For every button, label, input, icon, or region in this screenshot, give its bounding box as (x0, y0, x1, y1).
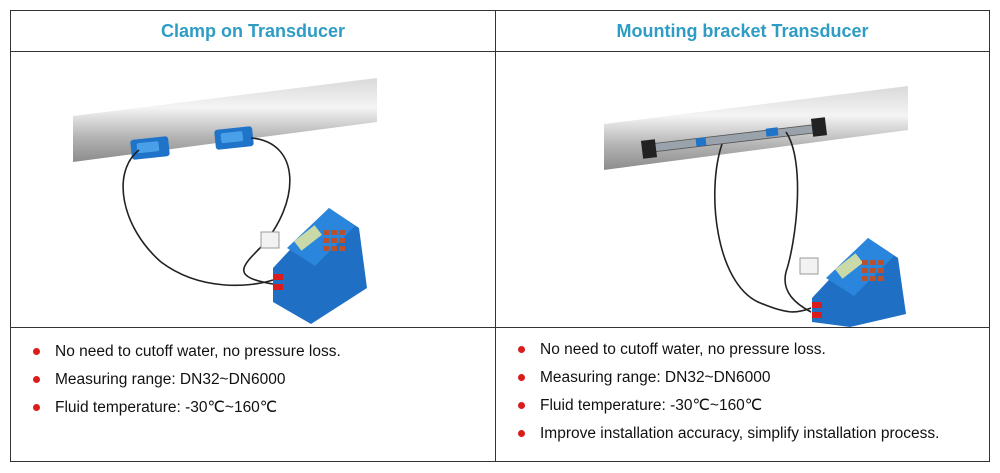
feature-text: Measuring range: DN32~DN6000 (55, 371, 286, 388)
pipe (73, 78, 377, 162)
feature-text: Fluid temperature: -30℃~160℃ (55, 399, 278, 416)
transducer-2 (214, 126, 254, 150)
bullet-icon (33, 348, 40, 355)
mounting-bracket (640, 117, 828, 159)
bullet-icon (518, 430, 525, 437)
clamp-on-title: Clamp on Transducer (160, 21, 346, 41)
feature-text: Measuring range: DN32~DN6000 (540, 369, 771, 386)
column-divider (495, 11, 496, 461)
feature-item: No need to cutoff water, no pressure los… (29, 338, 489, 366)
feature-text: Fluid temperature: -30℃~160℃ (540, 397, 763, 414)
bullet-icon (33, 404, 40, 411)
clamp-on-illustration (11, 52, 495, 327)
feature-item: Measuring range: DN32~DN6000 (514, 364, 984, 392)
feature-text: No need to cutoff water, no pressure los… (55, 343, 341, 360)
feature-item: No need to cutoff water, no pressure los… (514, 336, 984, 364)
feature-item: Measuring range: DN32~DN6000 (29, 366, 489, 394)
cable-1 (713, 143, 812, 313)
bullet-icon (33, 376, 40, 383)
bullet-icon (518, 346, 525, 353)
flowmeter-device (799, 238, 906, 327)
mounting-bracket-illustration (496, 52, 989, 327)
cable-2 (784, 131, 812, 313)
feature-text: No need to cutoff water, no pressure los… (540, 341, 826, 358)
feature-text: Improve installation accuracy, simplify … (540, 425, 940, 442)
clamp-on-drawing (73, 78, 377, 324)
mounting-bracket-features: No need to cutoff water, no pressure los… (514, 328, 984, 448)
flowmeter-device (260, 208, 367, 324)
cable-1 (122, 149, 274, 287)
image-divider (11, 327, 989, 328)
header-divider (11, 51, 989, 52)
comparison-table: Clamp on Transducer Mounting bracket Tra… (10, 10, 990, 462)
feature-item: Fluid temperature: -30℃~160℃ (29, 394, 489, 422)
transducer-1 (130, 136, 170, 160)
feature-item: Fluid temperature: -30℃~160℃ (514, 392, 984, 420)
mounting-bracket-title: Mounting bracket Transducer (616, 21, 869, 41)
bullet-icon (518, 374, 525, 381)
mounting-bracket-drawing (604, 86, 908, 327)
bullet-icon (518, 402, 525, 409)
clamp-on-features: No need to cutoff water, no pressure los… (29, 328, 489, 422)
feature-item: Improve installation accuracy, simplify … (514, 420, 984, 448)
